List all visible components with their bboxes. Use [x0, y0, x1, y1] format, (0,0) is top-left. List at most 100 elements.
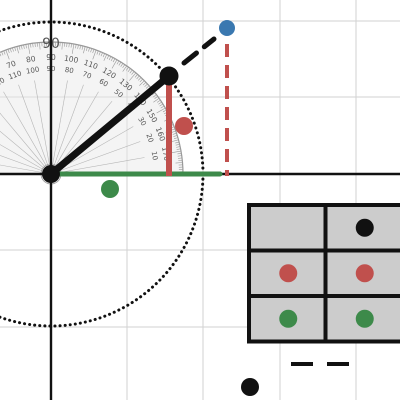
protractor-spoke — [57, 126, 134, 171]
protractor-scale-label: 60 — [98, 77, 110, 88]
protractor-tick — [92, 49, 95, 54]
protractor-spoke — [0, 155, 44, 172]
protractor-spoke — [0, 144, 45, 171]
protractor-tick — [30, 43, 32, 48]
protractor-scale-label: 50 — [113, 88, 125, 100]
protractor-spoke — [54, 91, 99, 168]
protractor-tick — [129, 69, 133, 74]
protractor-tick — [1, 51, 4, 56]
protractor-spoke — [52, 80, 68, 167]
protractor-tick — [79, 45, 81, 50]
protractor-scale-label: 100 — [63, 54, 79, 65]
origin-point[interactable] — [42, 165, 60, 183]
protractor-tick — [156, 99, 161, 103]
angle-vector-extension-dashed — [181, 36, 217, 66]
protractor-tick — [21, 45, 23, 50]
protractor-tick — [71, 43, 75, 54]
answer-table[interactable] — [247, 203, 400, 344]
protractor-tick — [68, 43, 70, 48]
green-dot[interactable] — [279, 309, 298, 328]
protractor-tick — [138, 77, 142, 81]
protractor-tick — [144, 83, 148, 87]
protractor-tick — [110, 57, 114, 62]
protractor-tick — [7, 49, 10, 54]
protractor-tick — [139, 78, 143, 83]
angle-handle-point[interactable] — [219, 20, 235, 36]
protractor-scale-label: 100 — [25, 65, 40, 75]
protractor-tick — [75, 44, 77, 49]
protractor-tick — [160, 105, 165, 109]
protractor-tick — [120, 63, 124, 67]
answer-table-cell[interactable] — [251, 207, 324, 249]
protractor-tick — [100, 52, 103, 57]
protractor-scale-label: 80 — [25, 54, 36, 65]
red-dot[interactable] — [355, 264, 374, 283]
protractor-tick — [108, 56, 112, 61]
protractor-tick — [98, 51, 101, 56]
protractor-tick — [142, 82, 147, 86]
protractor-tick — [151, 92, 156, 96]
protractor-tick — [116, 60, 120, 65]
protractor-tick — [83, 46, 86, 54]
protractor-tick — [171, 150, 182, 154]
protractor-spoke — [55, 101, 113, 169]
cosine-label-marker[interactable] — [101, 180, 119, 198]
protractor-tick — [16, 46, 19, 54]
protractor-tick — [172, 132, 177, 135]
protractor-tick — [39, 42, 41, 50]
protractor-tick — [153, 98, 160, 103]
protractor-tick — [162, 109, 167, 113]
protractor[interactable]: 1020304050607080901001101201301401501601… — [0, 36, 184, 185]
angle-vector-tip-point[interactable] — [159, 66, 179, 86]
sine-label-marker[interactable] — [175, 117, 193, 135]
protractor-tick — [0, 53, 2, 57]
protractor-tick — [125, 67, 129, 71]
angle-vector — [47, 72, 173, 178]
protractor-tick — [159, 103, 164, 107]
protractor-scale-label: 30 — [136, 116, 147, 128]
green-dot[interactable] — [355, 309, 374, 328]
protractor-spoke — [0, 112, 47, 169]
protractor-spoke — [0, 164, 44, 173]
protractor-tick — [173, 135, 178, 137]
protractor-tick — [3, 50, 6, 55]
protractor-tick — [27, 43, 31, 54]
protractor-tick — [175, 141, 180, 144]
protractor-tick — [154, 96, 158, 100]
protractor-tick — [139, 80, 145, 86]
protractor-scale-label: 20 — [144, 133, 155, 144]
free-black-point[interactable] — [241, 378, 259, 396]
protractor-tick — [156, 107, 166, 114]
protractor-tick — [176, 148, 181, 150]
protractor-spoke — [58, 141, 141, 172]
protractor-tick — [70, 43, 72, 48]
protractor-spoke — [53, 84, 84, 167]
protractor-tick — [129, 72, 137, 81]
protractor-tick — [122, 64, 126, 69]
protractor-spoke — [34, 80, 50, 167]
red-dot[interactable] — [279, 264, 298, 283]
protractor-tick — [106, 55, 110, 60]
protractor-spoke — [3, 91, 48, 168]
protractor-tick — [175, 144, 180, 146]
protractor-tick — [173, 137, 178, 140]
protractor-tick — [5, 49, 10, 60]
black-dot[interactable] — [355, 218, 374, 237]
protractor-tick — [171, 139, 179, 142]
protractor-tick — [12, 47, 14, 52]
protractor-tick — [92, 49, 97, 60]
protractor-tick — [90, 48, 93, 53]
protractor-tick — [177, 155, 182, 157]
protractor-tick — [85, 47, 88, 52]
protractor-tick — [158, 101, 162, 105]
protractor-scale-label: 170 — [160, 146, 171, 162]
protractor-tick — [18, 45, 21, 50]
protractor-tick — [77, 44, 79, 49]
protractor-tick — [96, 50, 99, 55]
protractor-tick — [103, 54, 108, 61]
protractor-tick — [134, 74, 138, 78]
protractor-tick — [9, 48, 12, 53]
